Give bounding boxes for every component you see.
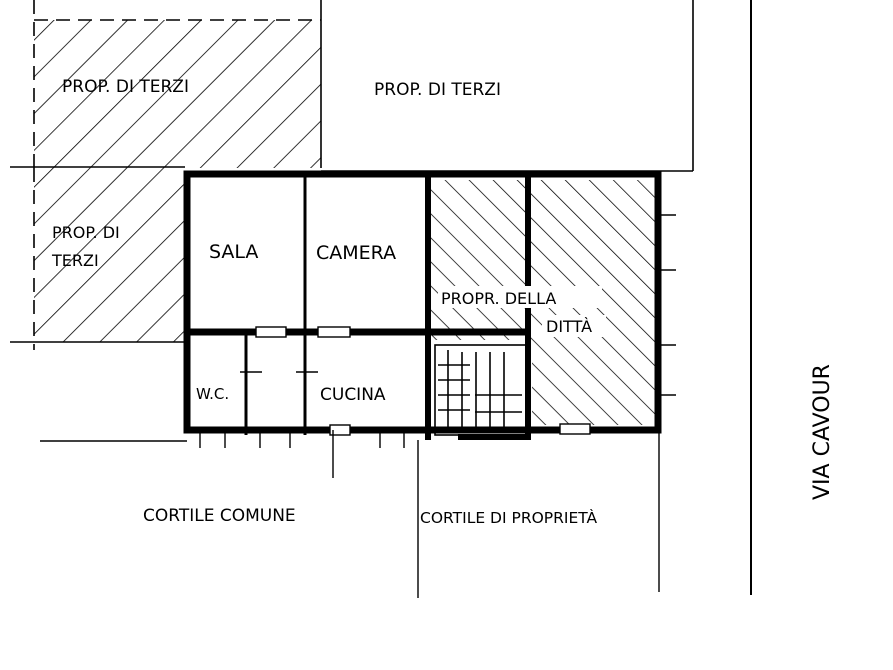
openings — [255, 326, 591, 436]
courtyard-lines — [40, 430, 660, 598]
street-label: VIA CAVOUR — [810, 364, 835, 500]
neighbor-left-area — [10, 166, 185, 350]
room-label-camera: CAMERA — [316, 242, 396, 264]
stair — [434, 344, 528, 436]
neighbor-top-left-area — [33, 0, 322, 168]
company-property-label-line2: DITTÀ — [546, 317, 592, 336]
private-courtyard-label: CORTILE DI PROPRIETÀ — [420, 508, 598, 527]
company-property-label-line1: PROPR. DELLA — [441, 289, 556, 308]
company-property-label-bg — [438, 286, 606, 337]
neighbor-top-left-label: PROP. DI TERZI — [62, 77, 189, 97]
neighbor-left-label-line2: TERZI — [51, 251, 99, 270]
neighbor-top-right-label: PROP. DI TERZI — [374, 80, 501, 100]
wall-ticks — [199, 214, 676, 478]
room-label-cucina: CUCINA — [320, 385, 386, 405]
room-label-wc: W.C. — [196, 385, 229, 403]
room-label-sala: SALA — [209, 241, 258, 263]
common-courtyard-label: CORTILE COMUNE — [143, 506, 296, 526]
neighbor-left-label-line1: PROP. DI — [52, 223, 120, 242]
